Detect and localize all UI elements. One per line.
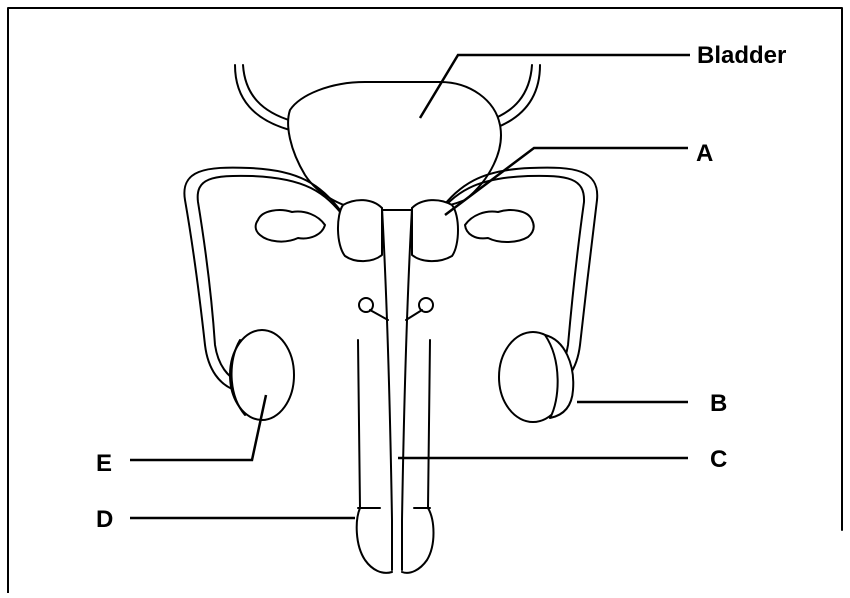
urethra-left-wall — [382, 208, 392, 570]
label-bladder: Bladder — [697, 42, 786, 69]
penis-left-side — [357, 340, 392, 573]
right-seminal-vesicle — [465, 210, 534, 242]
label-c: C — [710, 446, 727, 473]
left-seminal-vesicle — [256, 210, 325, 241]
right-gland-duct — [406, 310, 422, 320]
penis-right-side — [402, 340, 434, 573]
left-gland-duct — [370, 310, 388, 320]
prostate-left-lobe — [338, 200, 382, 261]
left-ureter — [235, 65, 290, 130]
label-b: B — [710, 390, 727, 417]
urethra-right-wall — [402, 208, 412, 570]
label-d: D — [96, 506, 113, 533]
label-e: E — [96, 450, 112, 477]
left-ureter-inner — [243, 65, 292, 121]
label-a: A — [696, 140, 713, 167]
